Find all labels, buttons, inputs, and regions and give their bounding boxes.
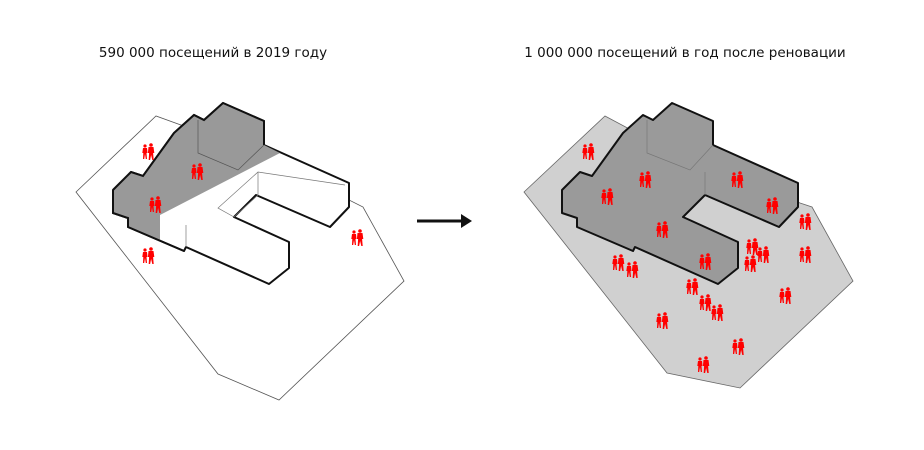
right-building: [561, 102, 799, 285]
left-site-diagram: [75, 101, 405, 401]
right-panel-title: 1 000 000 посещений в год после реноваци…: [524, 45, 846, 61]
right-site-diagram: [523, 102, 854, 389]
arrow-right-icon: [417, 214, 472, 228]
left-building: [112, 101, 350, 285]
left-panel-title: 590 000 посещений в 2019 году: [98, 45, 328, 61]
